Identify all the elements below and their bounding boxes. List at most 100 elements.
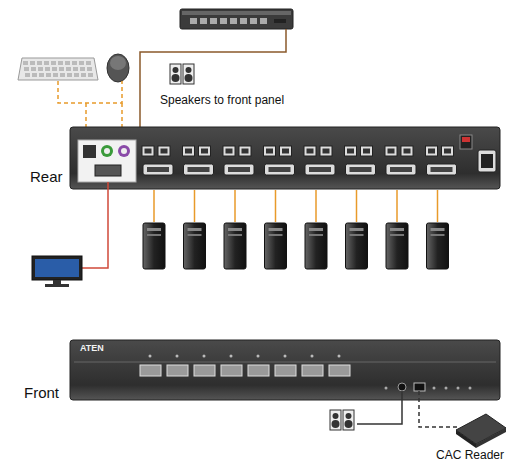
key-button [240, 18, 247, 24]
led [230, 355, 233, 358]
usb-port [242, 149, 249, 154]
port-button [140, 365, 161, 376]
key [23, 61, 28, 65]
key [81, 73, 86, 77]
dvi-port [350, 167, 372, 172]
dvi-port [346, 164, 376, 175]
pc-cable [194, 190, 196, 222]
drive-bay [309, 228, 323, 231]
computer-tower [184, 223, 206, 269]
led [311, 355, 314, 358]
key-button [220, 18, 227, 24]
view-label: Rear [30, 169, 63, 186]
key [53, 73, 58, 77]
led [338, 355, 341, 358]
drive-bay [228, 228, 242, 231]
keyboard [18, 58, 98, 80]
cac-cable [419, 391, 458, 427]
key [30, 61, 35, 65]
computer-tower [386, 223, 408, 269]
key [58, 61, 63, 65]
usb-port [185, 149, 192, 154]
usb-port [363, 149, 370, 154]
computer-tower [346, 223, 368, 269]
port-button [221, 365, 242, 376]
computer-tower [305, 223, 327, 269]
usb-port [145, 149, 152, 154]
usb-port [426, 146, 438, 156]
pc-cable [153, 190, 155, 222]
key [86, 61, 91, 65]
drive-bay [309, 234, 323, 236]
usb-port [385, 146, 397, 156]
key-button [200, 18, 207, 24]
usb-port [388, 149, 395, 154]
key [60, 73, 65, 77]
usb-port [444, 149, 451, 154]
pc-cable [275, 190, 277, 222]
usb-port [345, 146, 357, 156]
drive-bay [147, 234, 161, 236]
usb-port [264, 146, 276, 156]
drive-bay [431, 228, 445, 231]
key [51, 61, 56, 65]
key-button [260, 18, 267, 24]
port-button [194, 365, 215, 376]
drive-bay [431, 234, 445, 236]
dvi-port [427, 164, 457, 175]
key-button [230, 18, 237, 24]
pc-cable [437, 190, 439, 222]
dvi-port [431, 167, 453, 172]
port-button [275, 365, 296, 376]
key [73, 67, 78, 71]
audio-cable [357, 391, 402, 424]
computer-tower [265, 223, 287, 269]
key [44, 61, 49, 65]
computer-tower [427, 223, 449, 269]
key [25, 73, 30, 77]
dvi-port [269, 167, 291, 172]
led [284, 355, 287, 358]
dvi-port [228, 167, 250, 172]
dvi-port [188, 167, 210, 172]
usb-port [323, 149, 330, 154]
key [65, 61, 70, 65]
key-button [190, 18, 197, 24]
key [46, 73, 51, 77]
key [66, 67, 71, 71]
video-cable [82, 182, 108, 268]
usb-port [282, 149, 289, 154]
dvi-port [386, 164, 416, 175]
usb-port [266, 149, 273, 154]
km-cable [58, 81, 122, 103]
device-label: CAC Reader [436, 449, 504, 462]
front-panel [70, 340, 500, 400]
key [87, 67, 92, 71]
drive-bay [390, 228, 404, 231]
computer-tower [224, 223, 246, 269]
usb-port [226, 149, 233, 154]
drive-bay [350, 228, 364, 231]
port-button [248, 365, 269, 376]
drive-bay [188, 228, 202, 231]
key [39, 73, 44, 77]
mouse [107, 54, 129, 82]
dvi-port [390, 167, 412, 172]
view-label: Front [24, 385, 59, 402]
usb-port [442, 146, 454, 156]
cac-reader [456, 414, 506, 448]
pc-cable [234, 190, 236, 222]
cable-note: Speakers to front panel [160, 94, 284, 107]
usb-port [158, 146, 170, 156]
port-button [167, 365, 188, 376]
drive-bay [188, 234, 202, 236]
key-button [250, 18, 257, 24]
key [59, 67, 64, 71]
port [274, 19, 286, 23]
led [203, 355, 206, 358]
speaker-cable [140, 29, 286, 127]
speakers-icon [170, 64, 194, 84]
key [80, 67, 85, 71]
